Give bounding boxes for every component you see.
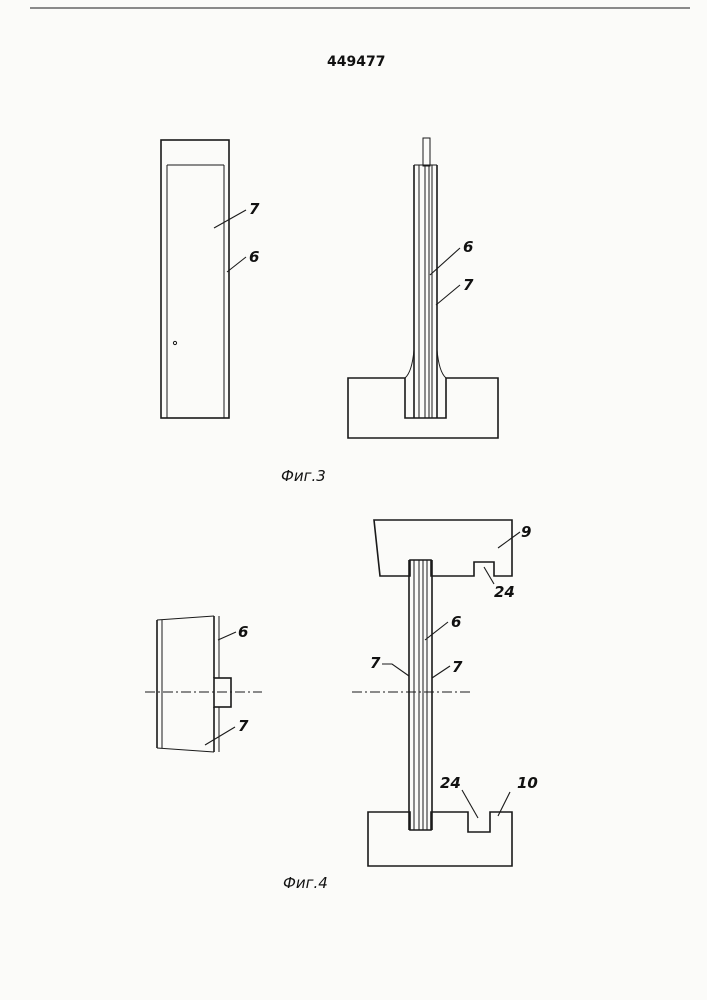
fig3-section-view (348, 138, 498, 438)
fig4-left-label-6: 6 (238, 623, 248, 641)
fig3: 7 6 6 7 Фиг.3 (161, 138, 498, 485)
fig4-left-leader-6 (218, 632, 236, 640)
fig3-left-label-6: 6 (249, 248, 259, 266)
fig4-caption: Фиг.4 (283, 874, 328, 892)
page-number: 449477 (327, 54, 385, 70)
fig4-label-10: 10 (517, 774, 538, 792)
fig4: 6 7 9 24 6 7 7 24 10 (145, 520, 538, 892)
fig3-left-leader-6 (227, 257, 246, 272)
fig4-label-9: 9 (521, 523, 531, 541)
fig4-mid-leader-7a (382, 664, 409, 676)
fig4-mid-label-7b: 7 (452, 658, 463, 676)
fig4-label-24-bottom: 24 (440, 774, 461, 792)
fig4-leader-9 (498, 532, 520, 548)
fig3-plate-front-view (161, 140, 229, 418)
fig4-label-24-top: 24 (494, 583, 515, 601)
fig3-right-leader-7 (436, 285, 460, 305)
fig3-left-label-7: 7 (249, 200, 260, 218)
fig4-mid-leader-7b (432, 666, 450, 678)
fig3-left-leader-7 (214, 210, 246, 228)
fig4-leader-24-bottom (462, 790, 478, 818)
fig3-caption: Фиг.3 (281, 467, 326, 485)
fig3-right-leader-6 (430, 248, 460, 275)
fig4-plate-side-view (157, 616, 231, 752)
fig4-leader-24-top (484, 567, 494, 584)
fig4-left-leader-7 (205, 727, 235, 745)
fig4-mid-label-6: 6 (451, 613, 461, 631)
fig4-section-view (368, 520, 512, 866)
fig3-right-label-7: 7 (463, 276, 474, 294)
fig3-right-label-6: 6 (463, 238, 473, 256)
fig4-mid-leader-6 (425, 622, 448, 640)
fig4-left-label-7: 7 (238, 717, 249, 735)
fig4-mid-label-7a: 7 (370, 654, 381, 672)
